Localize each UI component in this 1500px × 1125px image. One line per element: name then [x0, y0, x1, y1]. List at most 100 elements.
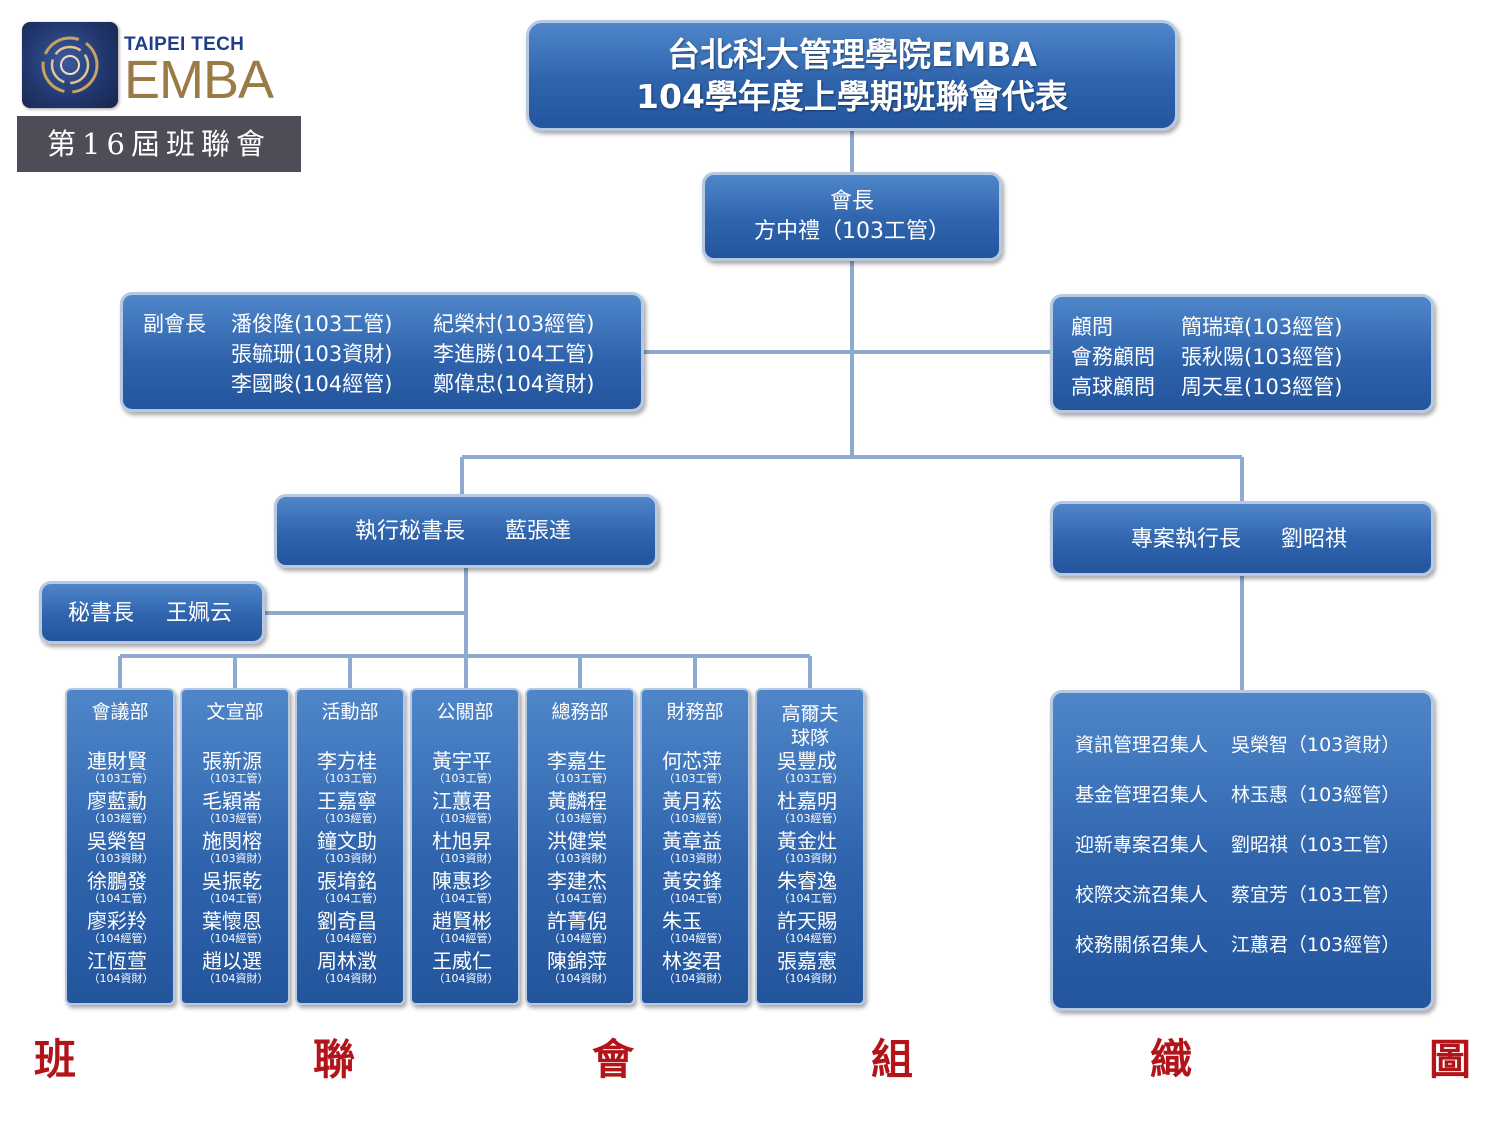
member-class: （103工管） [548, 772, 614, 785]
advisor-name: 張秋陽(103經管) [1181, 345, 1343, 369]
dept-activity: 活動部 李方桂（103工管）王嘉寧（103經管）鐘文助（103資財）張堉銘（10… [295, 688, 405, 1005]
member-name: 黃金灶 [777, 829, 837, 853]
member-class: （103資財） [88, 852, 154, 865]
member-name: 趙賢彬 [432, 909, 492, 933]
member-name: 杜嘉明 [777, 789, 837, 813]
member-class: （103經管） [88, 812, 154, 825]
member-name: 張新源 [202, 749, 262, 773]
dept-title: 高爾夫 球隊 [757, 702, 863, 750]
member-class: （103資財） [203, 852, 269, 865]
member-name: 王嘉寧 [317, 789, 377, 813]
advisor-name: 周天星(103經管) [1181, 375, 1343, 399]
member-name: 林姿君 [662, 949, 722, 973]
member-name: 吳豐成 [777, 749, 837, 773]
member-class: （104資財） [778, 972, 844, 985]
convener-name: 吳榮智（103資財） [1231, 734, 1401, 756]
member-class: （104工管） [663, 892, 729, 905]
member-name: 李方桂 [317, 749, 377, 773]
convener-name: 林玉惠（103經管） [1231, 784, 1401, 806]
dept-golf-team: 高爾夫 球隊 吳豐成（103工管）杜嘉明（103經管）黃金灶（103資財）朱睿逸… [755, 688, 865, 1005]
member-class: （104資財） [88, 972, 154, 985]
member-class: （103資財） [318, 852, 384, 865]
dept-public-relations: 公關部 黃宇平（103工管）江蕙君（103經管）杜旭昇（103資財）陳惠珍（10… [410, 688, 520, 1005]
member-class: （103工管） [778, 772, 844, 785]
member-name: 黃章益 [662, 829, 722, 853]
caption-char: 圖 [1429, 1035, 1472, 1084]
member-class: （103經管） [778, 812, 844, 825]
advisor-role: 高球顧問 [1071, 375, 1155, 399]
project-ceo-box: 專案執行長 劉昭祺 [1050, 501, 1434, 576]
dept-title: 文宣部 [206, 701, 264, 723]
vice-president-box: 副會長 潘俊隆(103工管) 紀榮村(103經管) 張毓珊(103資財) 李進勝… [120, 292, 644, 412]
vp-name: 張毓珊(103資財) [231, 342, 393, 366]
member-class: （103資財） [548, 852, 614, 865]
dept-title: 財務部 [666, 701, 724, 723]
emba-logo: TAIPEI TECH EMBA 第16屆班聯會 [17, 22, 302, 174]
member-class: （103工管） [88, 772, 154, 785]
member-class: （103工管） [433, 772, 499, 785]
logo-name-text: EMBA [124, 50, 274, 110]
convener-role: 基金管理召集人 [1075, 784, 1209, 806]
conveners-box: 資訊管理召集人 吳榮智（103資財） 基金管理召集人 林玉惠（103經管） 迎新… [1050, 690, 1434, 1011]
president-box: 會長 方中禮（103工管） [702, 172, 1002, 261]
member-class: （103資財） [778, 852, 844, 865]
member-class: （103經管） [663, 812, 729, 825]
member-name: 毛穎崙 [202, 789, 262, 813]
member-class: （104經管） [203, 932, 269, 945]
member-class: （104工管） [88, 892, 154, 905]
exec-secretary-box: 執行秘書長 藍張達 [274, 494, 658, 568]
member-name: 李嘉生 [547, 749, 607, 773]
secretary-box: 秘書長 王姵云 [39, 581, 265, 644]
member-name: 徐鵬發 [87, 869, 147, 893]
caption-char: 組 [871, 1035, 914, 1084]
dept-title: 會議部 [91, 701, 149, 723]
convener-name: 劉昭祺（103工管） [1231, 834, 1401, 856]
member-name: 鐘文助 [317, 829, 377, 853]
member-name: 劉奇昌 [317, 909, 377, 933]
member-name: 施閔榕 [202, 829, 262, 853]
member-name: 何芯萍 [662, 749, 722, 773]
dept-title: 公關部 [436, 701, 494, 723]
member-name: 張堉銘 [317, 869, 377, 893]
advisor-role: 顧問 [1071, 315, 1113, 339]
dept-general-affairs: 總務部 李嘉生（103工管）黃麟程（103經管）洪健棠（103資財）李建杰（10… [525, 688, 635, 1005]
member-name: 吳榮智 [87, 829, 147, 853]
member-class: （104經管） [433, 932, 499, 945]
member-name: 洪健棠 [547, 829, 607, 853]
member-name: 吳振乾 [202, 869, 262, 893]
member-name: 黃宇平 [432, 749, 492, 773]
convener-role: 校務關係召集人 [1075, 934, 1209, 956]
advisor-box: 顧問 簡瑞璋(103經管) 會務顧問 張秋陽(103經管) 高球顧問 周天星(1… [1050, 294, 1434, 413]
member-class: （104經管） [548, 932, 614, 945]
project-ceo-name: 劉昭祺 [1281, 527, 1348, 552]
caption-char: 班 [34, 1035, 77, 1084]
advisor-role: 會務顧問 [1071, 345, 1155, 369]
member-name: 朱玉 [662, 909, 702, 933]
exec-secretary-role: 執行秘書長 [355, 519, 466, 544]
dept-finance: 財務部 何芯萍（103工管）黃月菘（103經管）黃章益（103資財）黃安鋒（10… [640, 688, 750, 1005]
member-class: （103工管） [318, 772, 384, 785]
title-box: 台北科大管理學院EMBA 104學年度上學期班聯會代表 [526, 20, 1178, 131]
convener-name: 蔡宜芳（103工管） [1231, 884, 1401, 906]
member-name: 陳錦萍 [547, 949, 607, 973]
member-class: （104經管） [318, 932, 384, 945]
member-class: （103經管） [318, 812, 384, 825]
vp-name: 李國畯(104經管) [231, 372, 393, 396]
caption-char: 織 [1150, 1035, 1193, 1084]
convener-role: 校際交流召集人 [1075, 884, 1209, 906]
member-name: 黃月菘 [662, 789, 722, 813]
member-name: 許天賜 [777, 909, 837, 933]
member-name: 黃安鋒 [662, 869, 722, 893]
vp-name: 李進勝(104工管) [433, 342, 595, 366]
secretary-name: 王姵云 [166, 601, 233, 626]
member-class: （104經管） [88, 932, 154, 945]
secretary-role: 秘書長 [68, 601, 135, 626]
logo-emblem [22, 22, 118, 108]
exec-secretary-name: 藍張達 [505, 519, 572, 544]
member-name: 葉懷恩 [202, 909, 262, 933]
member-class: （103資財） [433, 852, 499, 865]
member-class: （103工管） [203, 772, 269, 785]
member-class: （104資財） [548, 972, 614, 985]
member-class: （104經管） [663, 932, 729, 945]
